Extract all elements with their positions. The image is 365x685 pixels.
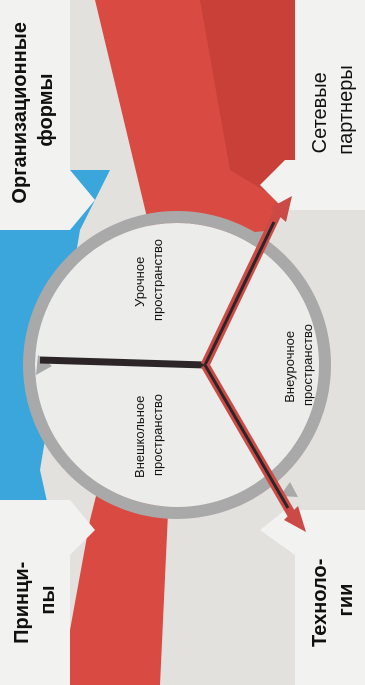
divider-left	[40, 360, 205, 365]
